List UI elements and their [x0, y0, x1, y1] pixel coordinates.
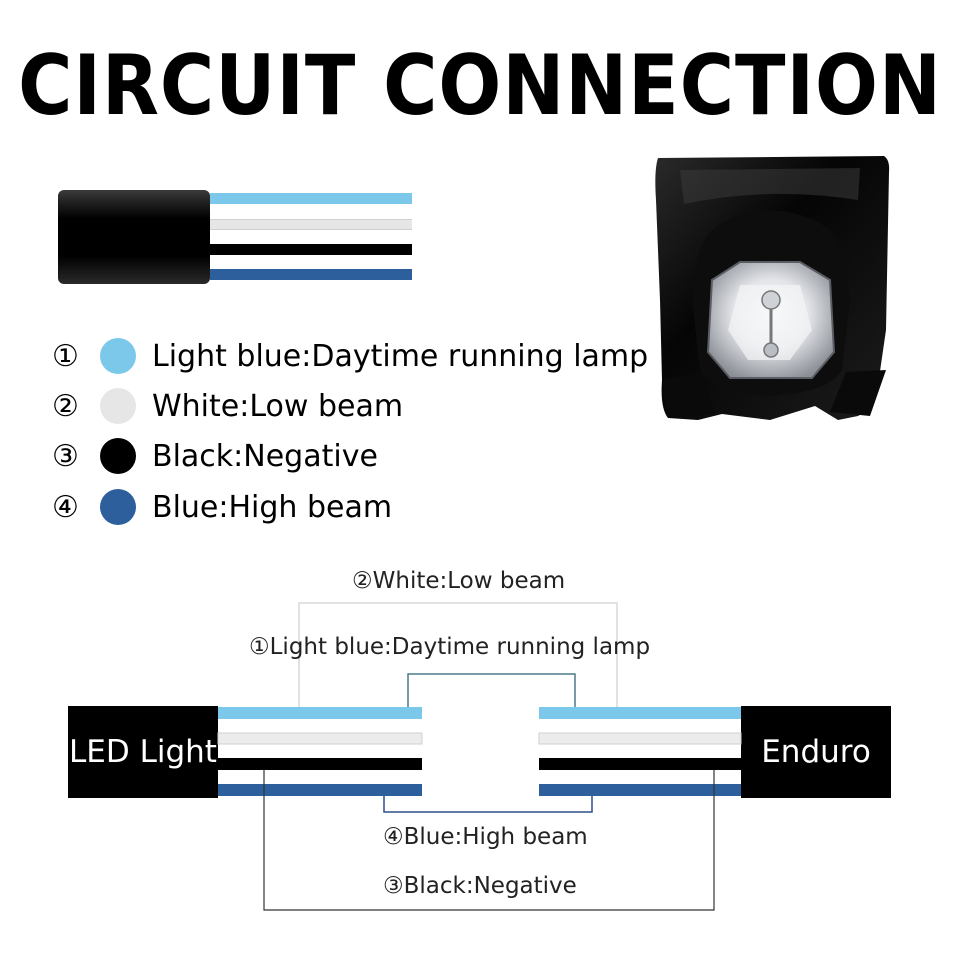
page-title: CIRCUIT CONNECTION: [18, 38, 942, 135]
led-light-label: LED Light: [69, 734, 217, 770]
legend-item-blue: ④ Blue:High beam: [52, 485, 392, 529]
legend-item-black: ③ Black:Negative: [52, 434, 378, 478]
legend-number: ②: [52, 388, 79, 424]
right-wire-blue: [539, 784, 741, 796]
enduro-label: Enduro: [761, 734, 871, 770]
right-wire-light-blue: [539, 707, 741, 719]
left-wire-blue: [218, 784, 422, 796]
left-wire-white: [217, 732, 423, 745]
legend-item-white: ② White:Low beam: [52, 384, 403, 428]
right-wire-white: [538, 732, 742, 745]
blue-wire-connector: [383, 796, 593, 813]
label-blue-high-beam: ④Blue:High beam: [381, 824, 590, 850]
left-wire-black: [218, 758, 422, 770]
enduro-box: Enduro: [741, 706, 891, 798]
color-dot-icon: [100, 489, 136, 525]
legend-label: White:Low beam: [152, 388, 404, 424]
right-wire-black: [539, 758, 741, 770]
color-dot-icon: [100, 388, 136, 424]
wire-strip-white: [210, 219, 412, 230]
label-black-negative: ③Black:Negative: [381, 873, 579, 899]
legend-number: ③: [52, 438, 79, 474]
label-light-blue-drl: ①Light blue:Daytime running lamp: [249, 634, 651, 660]
left-wire-light-blue: [218, 707, 422, 719]
label-white-low-beam: ②White:Low beam: [350, 568, 568, 594]
legend-number: ①: [52, 338, 79, 374]
legend-label: Black:Negative: [152, 438, 378, 474]
legend-label: Blue:High beam: [152, 489, 393, 525]
wire-strip-blue: [210, 269, 412, 280]
legend-number: ④: [52, 489, 79, 525]
led-light-box: LED Light: [68, 706, 218, 798]
color-dot-icon: [100, 438, 136, 474]
legend-item-light-blue: ① Light blue:Daytime running lamp: [52, 334, 648, 378]
wire-strip-light-blue: [210, 193, 412, 204]
cable-jacket: [58, 190, 210, 284]
color-dot-icon: [100, 338, 136, 374]
light-blue-wire-connector: [407, 673, 576, 707]
legend-label: Light blue:Daytime running lamp: [152, 338, 649, 374]
wire-strip-black: [210, 244, 412, 255]
